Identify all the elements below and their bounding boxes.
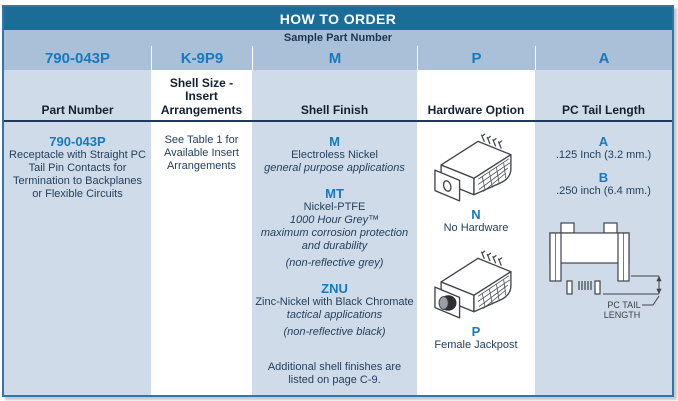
finish-option-detail: (non-reflective grey)	[285, 257, 384, 269]
finish-option-detail: tactical applications	[286, 309, 383, 321]
column-shell-size: Shell Size - Insert Arrangements See Tab…	[151, 70, 252, 395]
finish-option-code: ZNU	[321, 281, 348, 296]
finish-option-detail: (non-reflective black)	[283, 326, 386, 338]
sample-code-pc-tail: A	[535, 46, 672, 70]
finish-option-name: Zinc-Nickel with Black Chromate	[255, 296, 414, 308]
pc-tail-option-code: B	[598, 170, 609, 185]
part-number-body: 790-043P Receptacle with Straight PC Tai…	[4, 122, 151, 395]
hardware-option-header: Hardware Option	[417, 70, 535, 122]
sample-part-number-codes: 790-043P K-9P9 M P A	[4, 46, 672, 70]
jackpost-shape	[438, 295, 457, 311]
hardware-option-code: N	[471, 207, 481, 222]
part-number-code: 790-043P	[49, 134, 106, 149]
table-title-bar: HOW TO ORDER	[4, 7, 672, 30]
sample-code-shell-size: K-9P9	[151, 46, 252, 70]
part-number-header: Part Number	[4, 70, 151, 122]
connector-jackpost-figure	[424, 245, 528, 323]
pc-tail-option-name: .125 Inch (3.2 mm.)	[555, 149, 652, 161]
shell-size-note: See Table 1 for Available Insert Arrange…	[163, 134, 239, 172]
column-pc-tail-length: PC Tail Length A .125 Inch (3.2 mm.) B .…	[535, 70, 672, 395]
pc-tail-length-diagram: PC TAIL LENGTH	[538, 214, 669, 324]
hardware-option-code: P	[471, 324, 481, 339]
pc-tail-length-header: PC Tail Length	[535, 70, 672, 122]
finish-option-name: Electroless Nickel	[291, 149, 378, 161]
sample-code-part-number: 790-043P	[44, 49, 111, 67]
finish-option-detail: general purpose applications	[264, 162, 405, 174]
table-title: HOW TO ORDER	[279, 10, 397, 27]
shell-finish-body: M Electroless Nickel general purpose app…	[252, 122, 417, 395]
pc-tail-dimension-icon: PC TAIL LENGTH	[549, 222, 662, 320]
sample-part-number-band: Sample Part Number 790-043P K-9P9 M P A	[4, 30, 672, 70]
hardware-option-name: Female Jackpost	[434, 339, 518, 351]
pc-tail-length-body: A .125 Inch (3.2 mm.) B .250 inch (6.4 m…	[535, 122, 672, 395]
finish-option-detail: 1000 Hour Grey™	[289, 214, 380, 226]
finish-option-detail: maximum corrosion protection and durabil…	[260, 227, 409, 252]
column-part-number: Part Number 790-043P Receptacle with Str…	[4, 70, 151, 395]
pc-tail-option-name: .250 inch (6.4 mm.)	[556, 185, 651, 197]
shell-finish-header: Shell Finish	[252, 70, 417, 122]
order-columns: Part Number 790-043P Receptacle with Str…	[4, 70, 672, 395]
finish-option-code: MT	[325, 186, 344, 201]
column-shell-finish: Shell Finish M Electroless Nickel genera…	[252, 70, 417, 395]
hardware-option-body: N No Hardware	[417, 122, 535, 395]
sample-part-number-label: Sample Part Number	[283, 32, 393, 44]
hardware-option-name: No Hardware	[443, 222, 509, 234]
shell-size-body: See Table 1 for Available Insert Arrange…	[151, 122, 252, 395]
connector-no-hardware-figure	[424, 128, 528, 206]
pc-tail-label-line2: LENGTH	[604, 310, 641, 320]
shell-finish-footnote: Additional shell finishes are listed on …	[267, 361, 402, 386]
pc-tail-option-code: A	[598, 134, 609, 149]
shell-size-header: Shell Size - Insert Arrangements	[151, 70, 252, 122]
connector-jackpost-icon	[434, 250, 512, 319]
sample-code-hardware: P	[417, 46, 535, 70]
part-number-description: Receptacle with Straight PC Tail Pin Con…	[9, 149, 146, 200]
sample-code-shell-finish: M	[252, 46, 417, 70]
connector-isometric-icon	[434, 133, 512, 202]
column-hardware-option: Hardware Option	[417, 70, 535, 395]
finish-option-name: Nickel-PTFE	[303, 201, 366, 213]
how-to-order-table: HOW TO ORDER Sample Part Number 790-043P…	[2, 5, 674, 397]
pc-tail-label-line1: PC TAIL	[607, 300, 640, 310]
finish-option-code: M	[329, 134, 340, 149]
